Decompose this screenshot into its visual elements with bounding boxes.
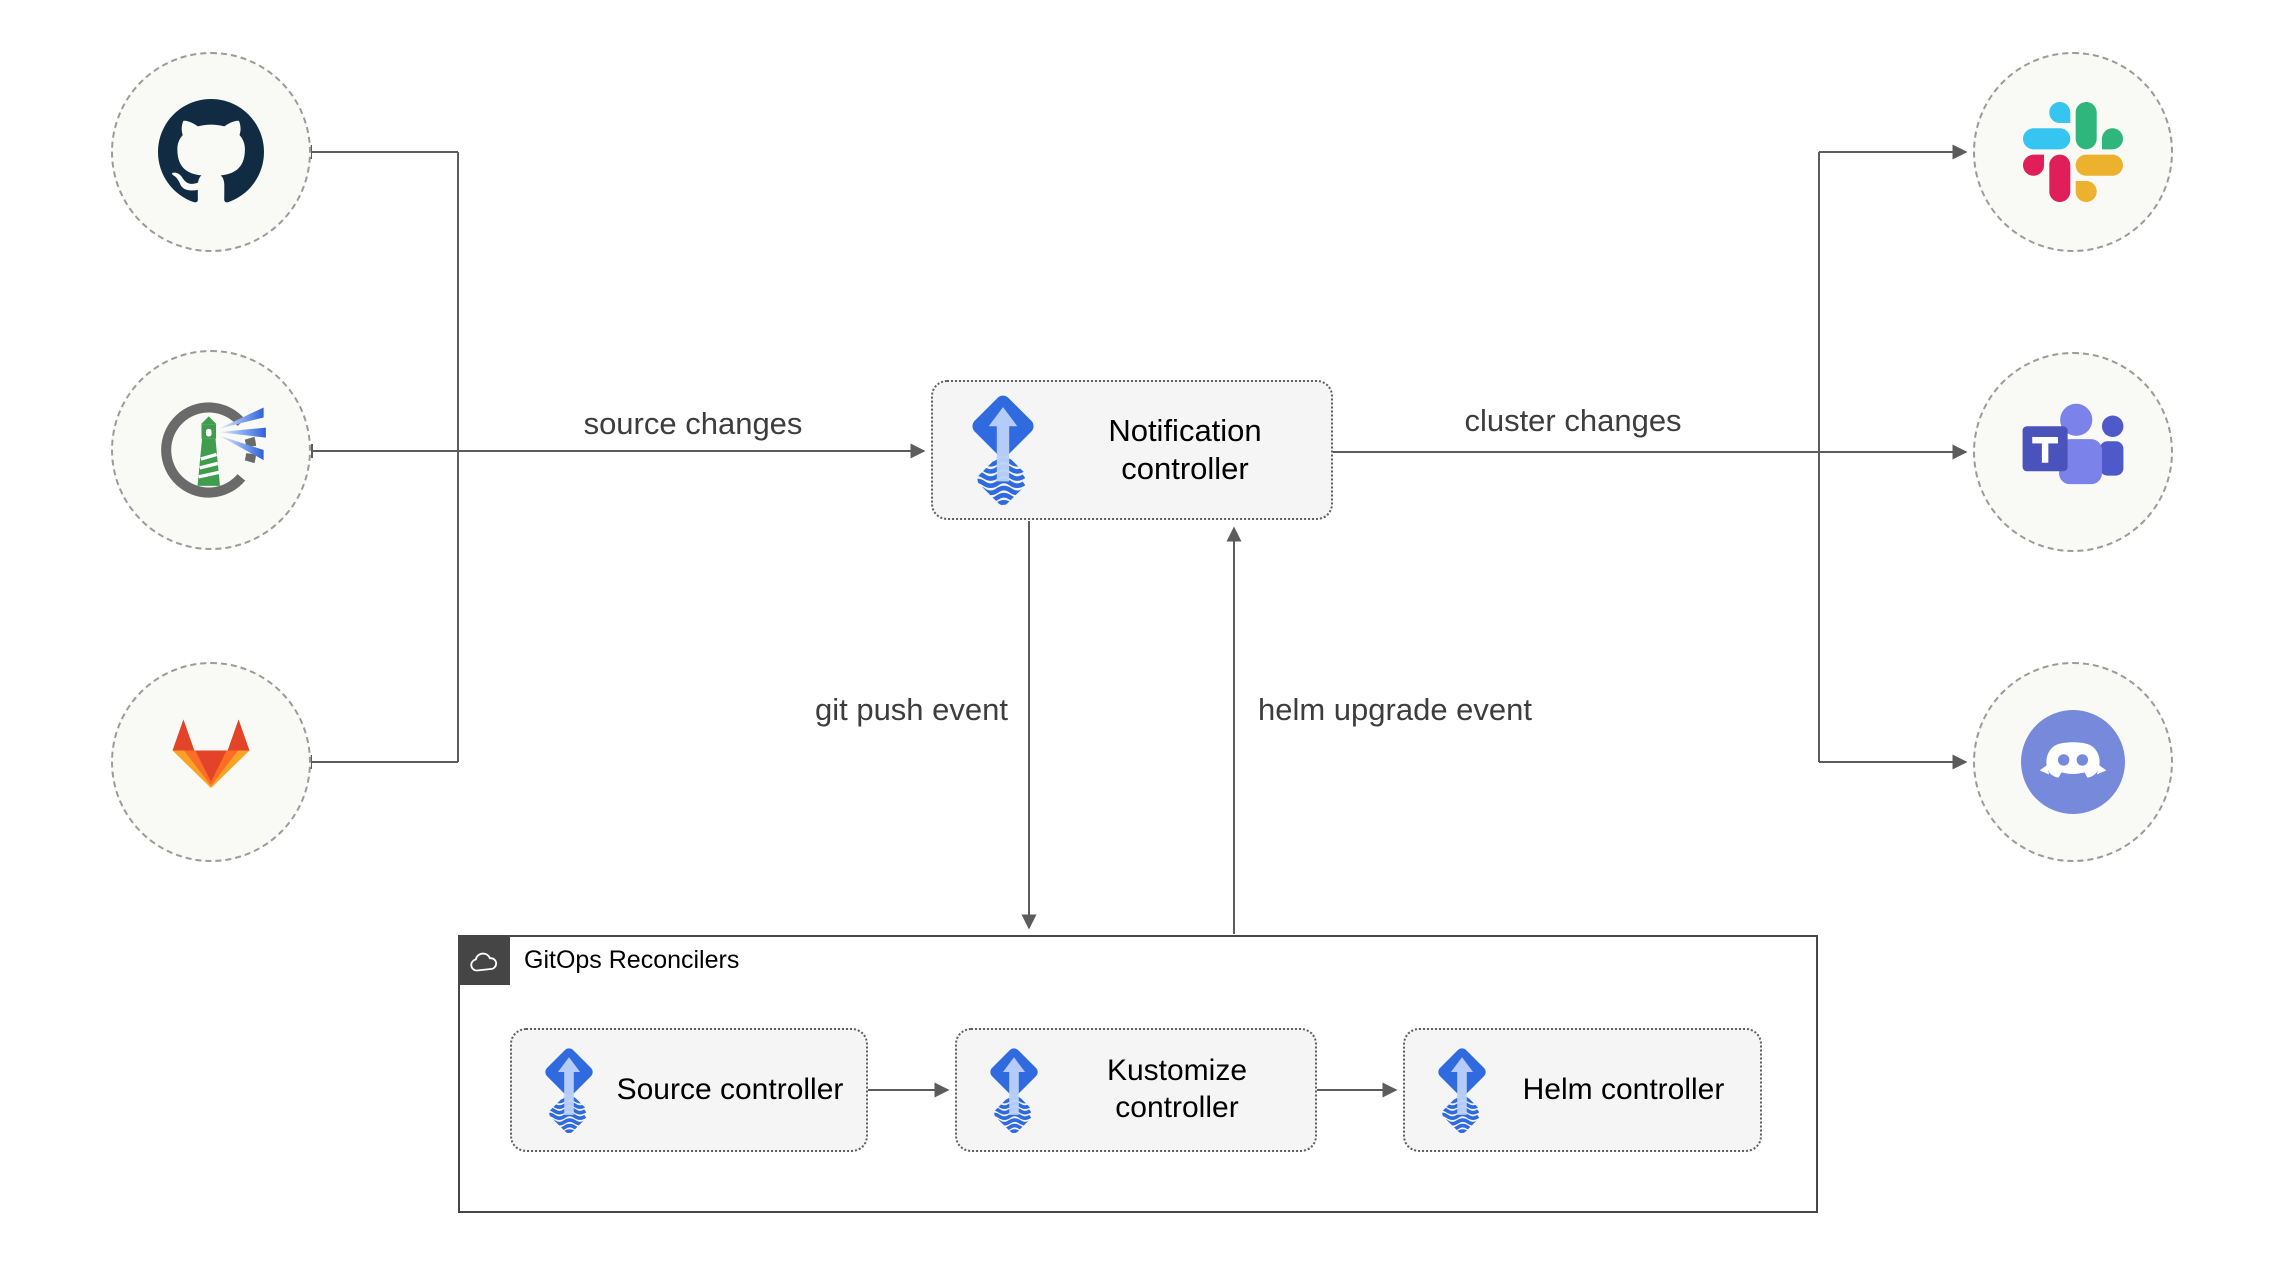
node-github	[111, 52, 311, 252]
gitops-group-header	[458, 935, 510, 985]
discord-icon	[2021, 710, 2125, 814]
source-controller-box: Source controller	[510, 1028, 868, 1152]
harbor-icon	[161, 402, 266, 498]
helm-controller-box: Helm controller	[1403, 1028, 1762, 1152]
node-discord	[1973, 662, 2173, 862]
edge-label-git-push-event: git push event	[814, 692, 1008, 727]
flux-icon	[1431, 1044, 1493, 1137]
gitops-group-title: GitOps Reconcilers	[524, 946, 740, 974]
edge-label-helm-upgrade-event: helm upgrade event	[1258, 692, 1533, 727]
flux-icon	[963, 390, 1043, 510]
notification-controller-label: Notification controller	[1108, 413, 1262, 486]
node-harbor	[111, 350, 311, 550]
helm-controller-label: Helm controller	[1522, 1072, 1725, 1106]
gitlab-icon	[172, 719, 250, 788]
cloud-icon	[470, 952, 498, 972]
edge-label-source-changes: source changes	[583, 406, 803, 441]
kustomize-controller-label: Kustomize controller	[1106, 1054, 1248, 1124]
flux-icon	[538, 1044, 600, 1137]
github-icon	[158, 99, 264, 203]
microsoft-teams-icon	[2022, 403, 2124, 485]
gitops-reconcilers-group: GitOps Reconcilers	[458, 935, 1818, 1213]
kustomize-controller-box: Kustomize controller	[955, 1028, 1317, 1152]
node-gitlab	[111, 662, 311, 862]
flux-icon	[983, 1044, 1045, 1137]
edge-label-cluster-changes: cluster changes	[1464, 403, 1682, 438]
node-teams	[1973, 352, 2173, 552]
source-controller-label: Source controller	[616, 1072, 844, 1106]
node-slack	[1973, 52, 2173, 252]
notification-controller-box: Notification controller	[931, 380, 1333, 520]
slack-icon	[2023, 102, 2123, 202]
